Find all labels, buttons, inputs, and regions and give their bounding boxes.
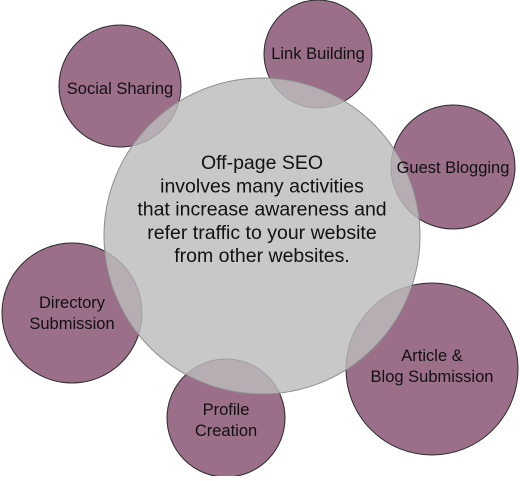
center-description-line: refer traffic to your website (147, 222, 376, 244)
activity-label-line: Article & (401, 347, 462, 365)
activity-label-line: Blog Submission (371, 368, 494, 386)
activity-label-line: Guest Blogging (397, 159, 510, 177)
center-circle (103, 77, 421, 395)
activity-label-line: Social Sharing (67, 80, 173, 98)
activity-label-line: Creation (195, 422, 257, 440)
activity-label-guest-blogging: Guest Blogging (397, 159, 510, 177)
center-description-line: that increase awareness and (137, 199, 386, 221)
center-description-line: involves many activities (160, 175, 364, 197)
activity-label-line: Profile (203, 401, 250, 419)
activity-label-line: Directory (39, 294, 106, 312)
activity-circle-social-sharing (58, 24, 182, 148)
center-description-line: Off-page SEO (201, 152, 323, 174)
activity-label-link-building: Link Building (271, 45, 365, 63)
activity-label-line: Link Building (271, 45, 365, 63)
activity-label-social-sharing: Social Sharing (67, 80, 173, 98)
activity-label-article-blog-submission: Article & Blog Submission (371, 347, 494, 386)
center-description-line: from other websites. (174, 245, 350, 267)
activity-label-line: Submission (29, 315, 114, 333)
